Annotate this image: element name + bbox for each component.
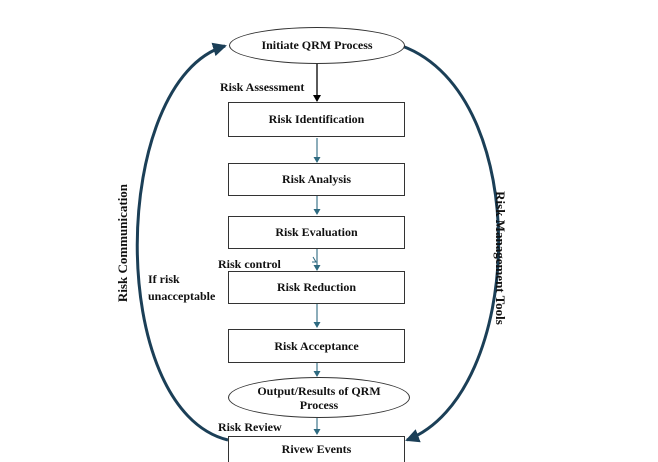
step-risk-reduction: Risk Reduction xyxy=(228,271,405,304)
step-label: Risk Evaluation xyxy=(275,225,358,239)
step-risk-evaluation: Risk Evaluation xyxy=(228,216,405,249)
right-loop-arrow xyxy=(401,44,501,443)
step-risk-analysis: Risk Analysis xyxy=(228,163,405,196)
label-if-risk: If risk xyxy=(148,272,180,286)
feedback-tick xyxy=(312,256,317,263)
output-label-line1: Output/Results of QRM xyxy=(257,383,381,398)
start-node: Initiate QRM Process xyxy=(229,27,405,64)
output-label-line2: Process xyxy=(299,397,339,412)
step-label: Risk Identification xyxy=(268,112,365,126)
step-risk-acceptance: Risk Acceptance xyxy=(228,329,405,363)
side-label-risk-management-tools: Risk Management Tools xyxy=(493,191,508,325)
label-unacceptable: unacceptable xyxy=(148,289,216,303)
step-label: Risk Acceptance xyxy=(274,338,359,353)
step-label: Risk Reduction xyxy=(276,280,356,294)
label-risk-assessment: Risk Assessment xyxy=(220,80,305,94)
side-label-risk-communication: Risk Communication xyxy=(115,183,130,303)
left-loop-arrow xyxy=(135,42,229,442)
label-risk-control: Risk control xyxy=(218,257,281,271)
label-risk-review: Risk Review xyxy=(218,420,282,434)
step-risk-identification: Risk Identification xyxy=(228,102,405,137)
step-label: Rivew Events xyxy=(281,442,352,456)
output-node: Output/Results of QRM Process xyxy=(228,377,410,418)
start-label: Initiate QRM Process xyxy=(261,38,373,52)
step-label: Risk Analysis xyxy=(281,172,352,186)
step-review-events: Rivew Events xyxy=(228,436,405,462)
